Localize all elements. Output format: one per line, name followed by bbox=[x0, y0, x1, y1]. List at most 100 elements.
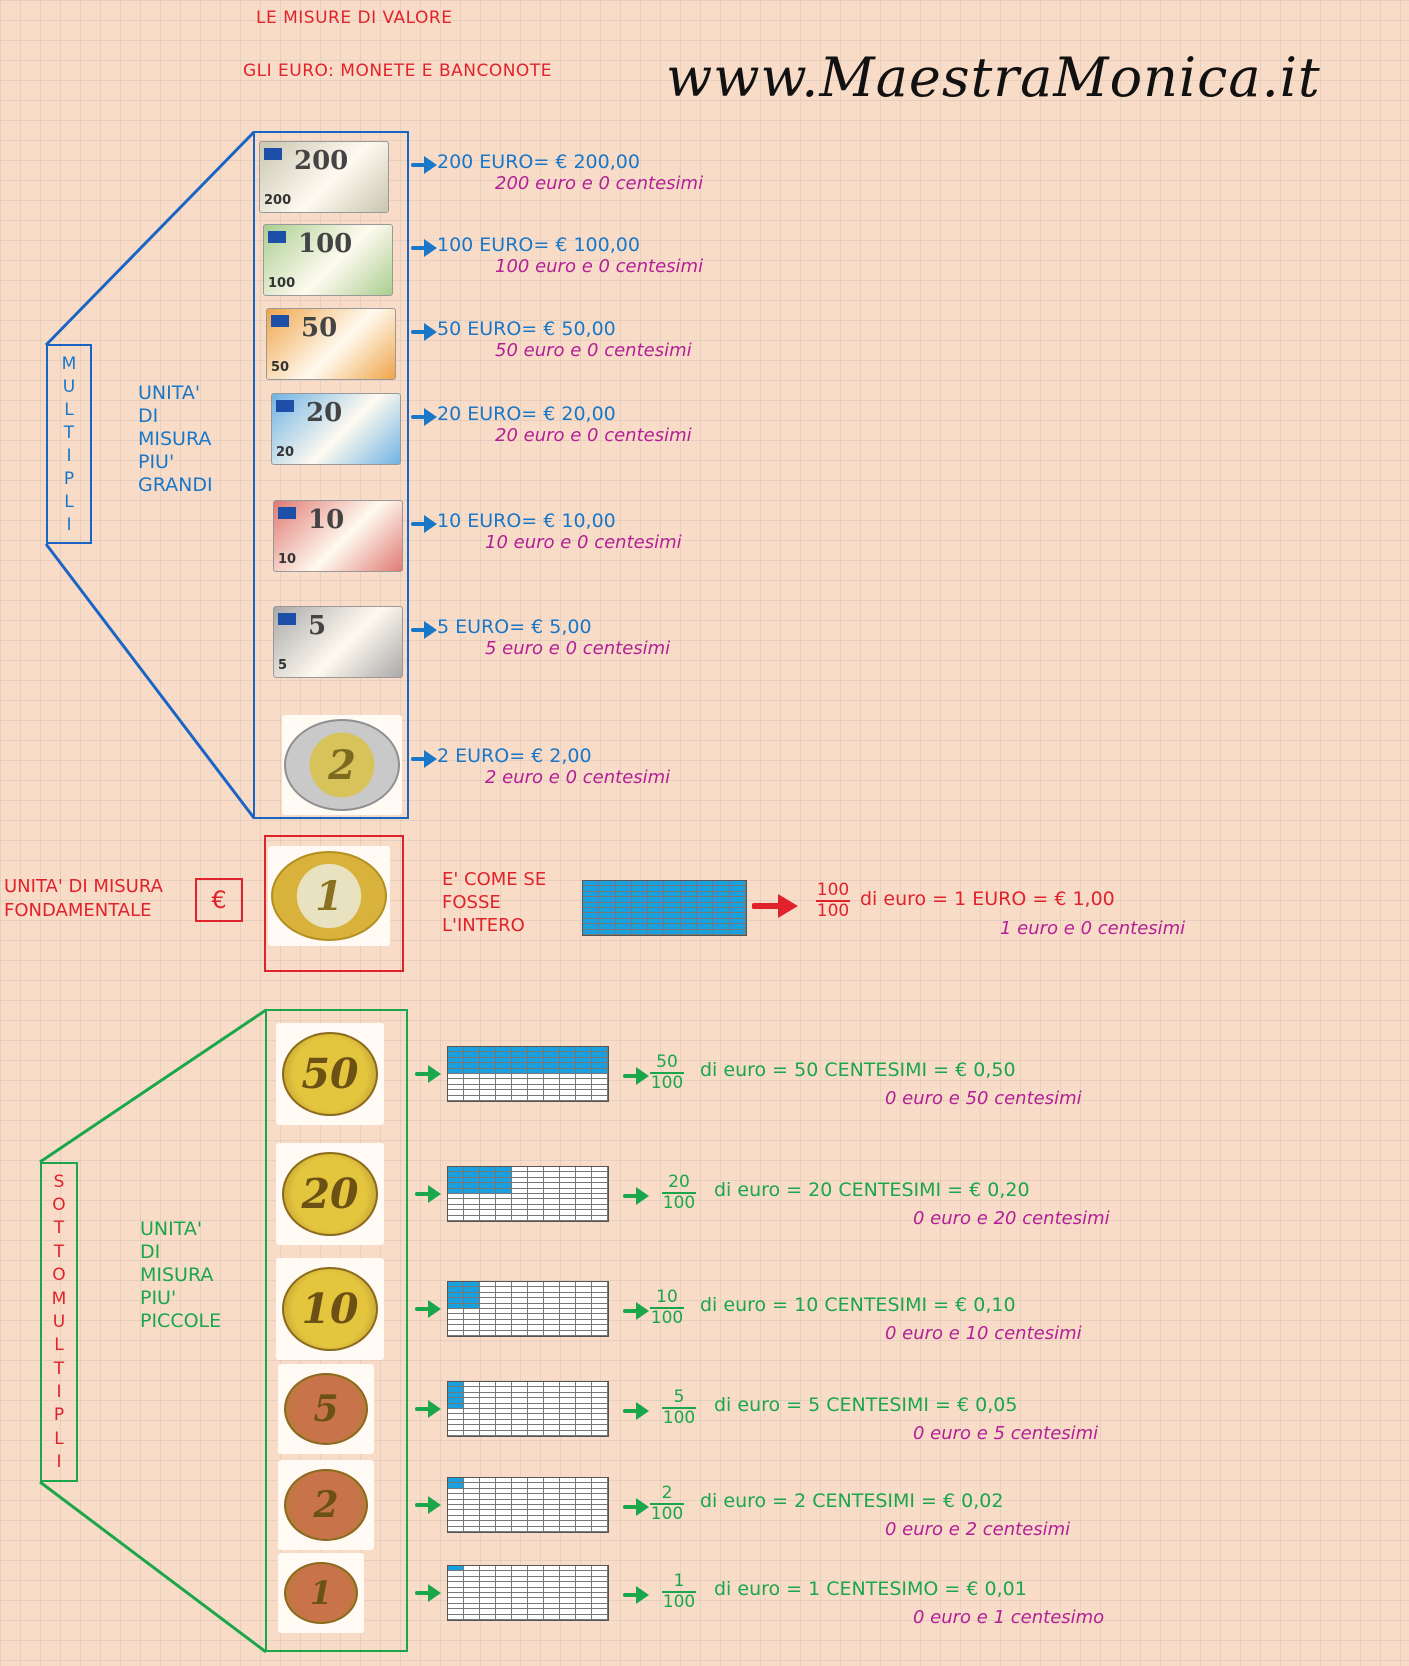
banknote-corner-value: 10 bbox=[278, 552, 297, 567]
grid-cell bbox=[448, 1403, 464, 1409]
grid-cell bbox=[480, 1057, 496, 1064]
fraction-bar bbox=[662, 1192, 696, 1194]
vertical-letter: M bbox=[51, 1288, 67, 1309]
grid-cell bbox=[496, 1566, 512, 1572]
grid-cell bbox=[496, 1494, 512, 1500]
grid-cell bbox=[512, 1403, 528, 1409]
grid-cell bbox=[512, 1430, 528, 1436]
eu-flag-icon bbox=[264, 148, 282, 160]
grid-cell bbox=[496, 1582, 512, 1588]
grid-cell bbox=[528, 1566, 544, 1572]
grid-cell bbox=[528, 1398, 544, 1404]
grid-cell bbox=[592, 1303, 608, 1309]
grid-cell bbox=[680, 897, 698, 903]
grid-cell bbox=[583, 897, 600, 903]
grid-cell bbox=[576, 1566, 592, 1572]
grid-cell bbox=[480, 1079, 496, 1085]
grid-cell bbox=[448, 1483, 464, 1489]
grid-cell bbox=[512, 1063, 528, 1069]
eu-flag-icon bbox=[276, 400, 294, 412]
grid-cell bbox=[496, 1057, 512, 1064]
grid-cell bbox=[560, 1314, 576, 1320]
grid-cell bbox=[528, 1488, 544, 1495]
grid-cell bbox=[464, 1582, 480, 1588]
grid-cell bbox=[592, 1194, 608, 1200]
grid-cell bbox=[512, 1483, 528, 1489]
grid-cell bbox=[599, 881, 616, 887]
grid-cell bbox=[512, 1494, 528, 1500]
grid-cell bbox=[480, 1095, 496, 1101]
fondamentale-frame bbox=[264, 835, 404, 972]
arrow-icon bbox=[415, 1496, 441, 1514]
grid-cell bbox=[544, 1068, 560, 1074]
grid-cell bbox=[560, 1499, 576, 1505]
arrow-icon bbox=[415, 1400, 441, 1418]
grid-cell bbox=[480, 1576, 496, 1583]
grid-cell bbox=[464, 1409, 480, 1415]
grid-cell bbox=[528, 1603, 544, 1610]
grid-cell bbox=[512, 1319, 528, 1326]
description-line: GRANDI bbox=[138, 474, 213, 496]
grid-cell bbox=[496, 1282, 512, 1288]
grid-cell bbox=[560, 1215, 576, 1221]
grid-cell bbox=[448, 1609, 464, 1615]
grid-cell bbox=[560, 1409, 576, 1415]
grid-cell bbox=[480, 1603, 496, 1610]
grid-cell bbox=[544, 1419, 560, 1426]
grid-cell bbox=[544, 1505, 560, 1511]
grid-cell bbox=[599, 886, 616, 892]
description-line: UNITA' bbox=[140, 1218, 203, 1240]
grid-cell bbox=[496, 1210, 512, 1216]
grid-cell bbox=[729, 908, 746, 914]
grid-cell bbox=[480, 1483, 496, 1489]
grid-cell bbox=[512, 1057, 528, 1064]
arrow-icon bbox=[623, 1586, 649, 1604]
grid-cell bbox=[615, 908, 632, 914]
grid-cell bbox=[729, 924, 746, 930]
grid-cell bbox=[664, 897, 681, 903]
grid-cell bbox=[576, 1494, 592, 1500]
grid-cell bbox=[592, 1063, 608, 1069]
fondamentale-label-line2: FONDAMENTALE bbox=[4, 900, 152, 921]
grid-cell bbox=[576, 1167, 592, 1173]
grid-cell bbox=[544, 1403, 560, 1409]
grid-cell bbox=[729, 897, 746, 903]
grid-cell bbox=[464, 1593, 480, 1599]
grid-cell bbox=[480, 1325, 496, 1331]
grid-cell bbox=[496, 1095, 512, 1101]
grid-cell bbox=[464, 1505, 480, 1511]
grid-cell bbox=[544, 1409, 560, 1415]
grid-cell bbox=[592, 1398, 608, 1404]
grid-cell bbox=[560, 1183, 576, 1189]
grid-cell bbox=[464, 1282, 480, 1288]
description-line: E' COME SE bbox=[442, 869, 547, 890]
grid-cell bbox=[480, 1505, 496, 1511]
cents-grid bbox=[447, 1281, 609, 1337]
grid-cell bbox=[583, 913, 600, 919]
grid-cell bbox=[583, 886, 600, 892]
grid-cell bbox=[713, 897, 730, 903]
grid-cell bbox=[664, 891, 681, 898]
grid-cell bbox=[480, 1403, 496, 1409]
grid-cell bbox=[528, 1090, 544, 1096]
grid-cell bbox=[528, 1499, 544, 1505]
grid-cell bbox=[544, 1515, 560, 1522]
grid-cell bbox=[512, 1095, 528, 1101]
grid-cell bbox=[480, 1287, 496, 1293]
grid-cell bbox=[576, 1414, 592, 1420]
grid-cell bbox=[576, 1314, 592, 1320]
value-line: 200 EURO= € 200,00 bbox=[437, 151, 640, 173]
cent-coin-picture-50: 50 bbox=[276, 1023, 384, 1125]
grid-cell bbox=[544, 1052, 560, 1058]
grid-cell bbox=[480, 1292, 496, 1299]
value-line: 50 EURO= € 50,00 bbox=[437, 318, 616, 340]
grid-cell bbox=[448, 1478, 464, 1484]
grid-cell bbox=[480, 1593, 496, 1599]
grid-cell bbox=[560, 1425, 576, 1431]
grid-cell bbox=[544, 1488, 560, 1495]
banknote-value: 200 bbox=[294, 146, 349, 176]
grid-cell bbox=[729, 891, 746, 898]
grid-cell bbox=[560, 1603, 576, 1610]
grid-cell bbox=[592, 1314, 608, 1320]
